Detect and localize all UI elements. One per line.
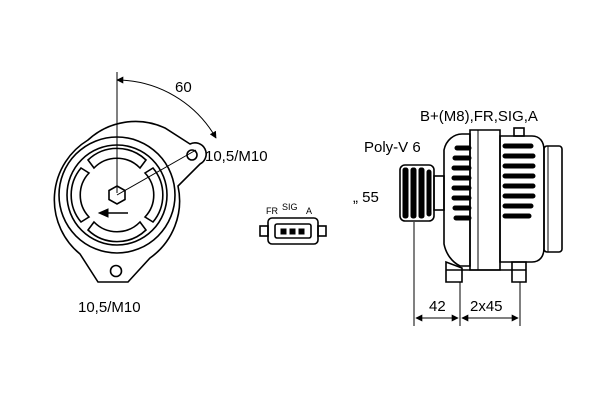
angle-arc [116, 76, 217, 139]
terminals-label: B+(M8),FR,SIG,A [420, 108, 538, 125]
pin-fr [280, 228, 287, 235]
connector-latch-left [259, 225, 269, 237]
vent-slot-bottom [86, 220, 148, 243]
pin-a [298, 228, 305, 235]
cooling-fins-rear [502, 143, 536, 219]
angle-ref-diagonal [116, 149, 197, 196]
pulley-label: Poly-V 6 [364, 139, 421, 156]
cooling-fins-front [451, 145, 472, 221]
connector-latch-right [317, 225, 327, 237]
housing-outline [53, 120, 207, 283]
pin-label-fr: FR [266, 206, 278, 216]
vent-slot-top [86, 147, 148, 170]
rear-cover [543, 145, 563, 253]
angle-label: 60 [175, 79, 192, 96]
mount-foot-rear [511, 261, 527, 283]
mount-foot-front [445, 260, 463, 283]
pulley-diameter-label: „ 55 [353, 189, 379, 206]
mount-label-bottom: 10,5/M10 [78, 299, 141, 316]
mount-label-top: 10,5/M10 [205, 148, 268, 165]
pin-label-sig: SIG [282, 202, 298, 212]
mount-hole-top [186, 149, 198, 161]
pin-sig [289, 228, 296, 235]
rotation-arrowhead [97, 208, 109, 218]
connector-socket [274, 223, 312, 239]
pin-label-a: A [306, 206, 312, 216]
pulley-grooves [402, 167, 432, 219]
mount-hole-bottom [109, 264, 123, 278]
vent-slot-left [70, 166, 91, 224]
side-view: B+(M8),FR,SIG,A Poly-V 6 „ 55 [353, 108, 563, 326]
dim-label-2x45: 2x45 [470, 298, 503, 315]
dim-label-42: 42 [429, 298, 446, 315]
pulley-hub [433, 175, 445, 211]
stator [469, 129, 501, 271]
b-plus-terminal [513, 127, 525, 137]
connector: FR SIG A [259, 202, 327, 245]
vent-slot-right [143, 166, 164, 224]
front-view: 60 10,5/M10 10,5/M10 [53, 72, 268, 316]
